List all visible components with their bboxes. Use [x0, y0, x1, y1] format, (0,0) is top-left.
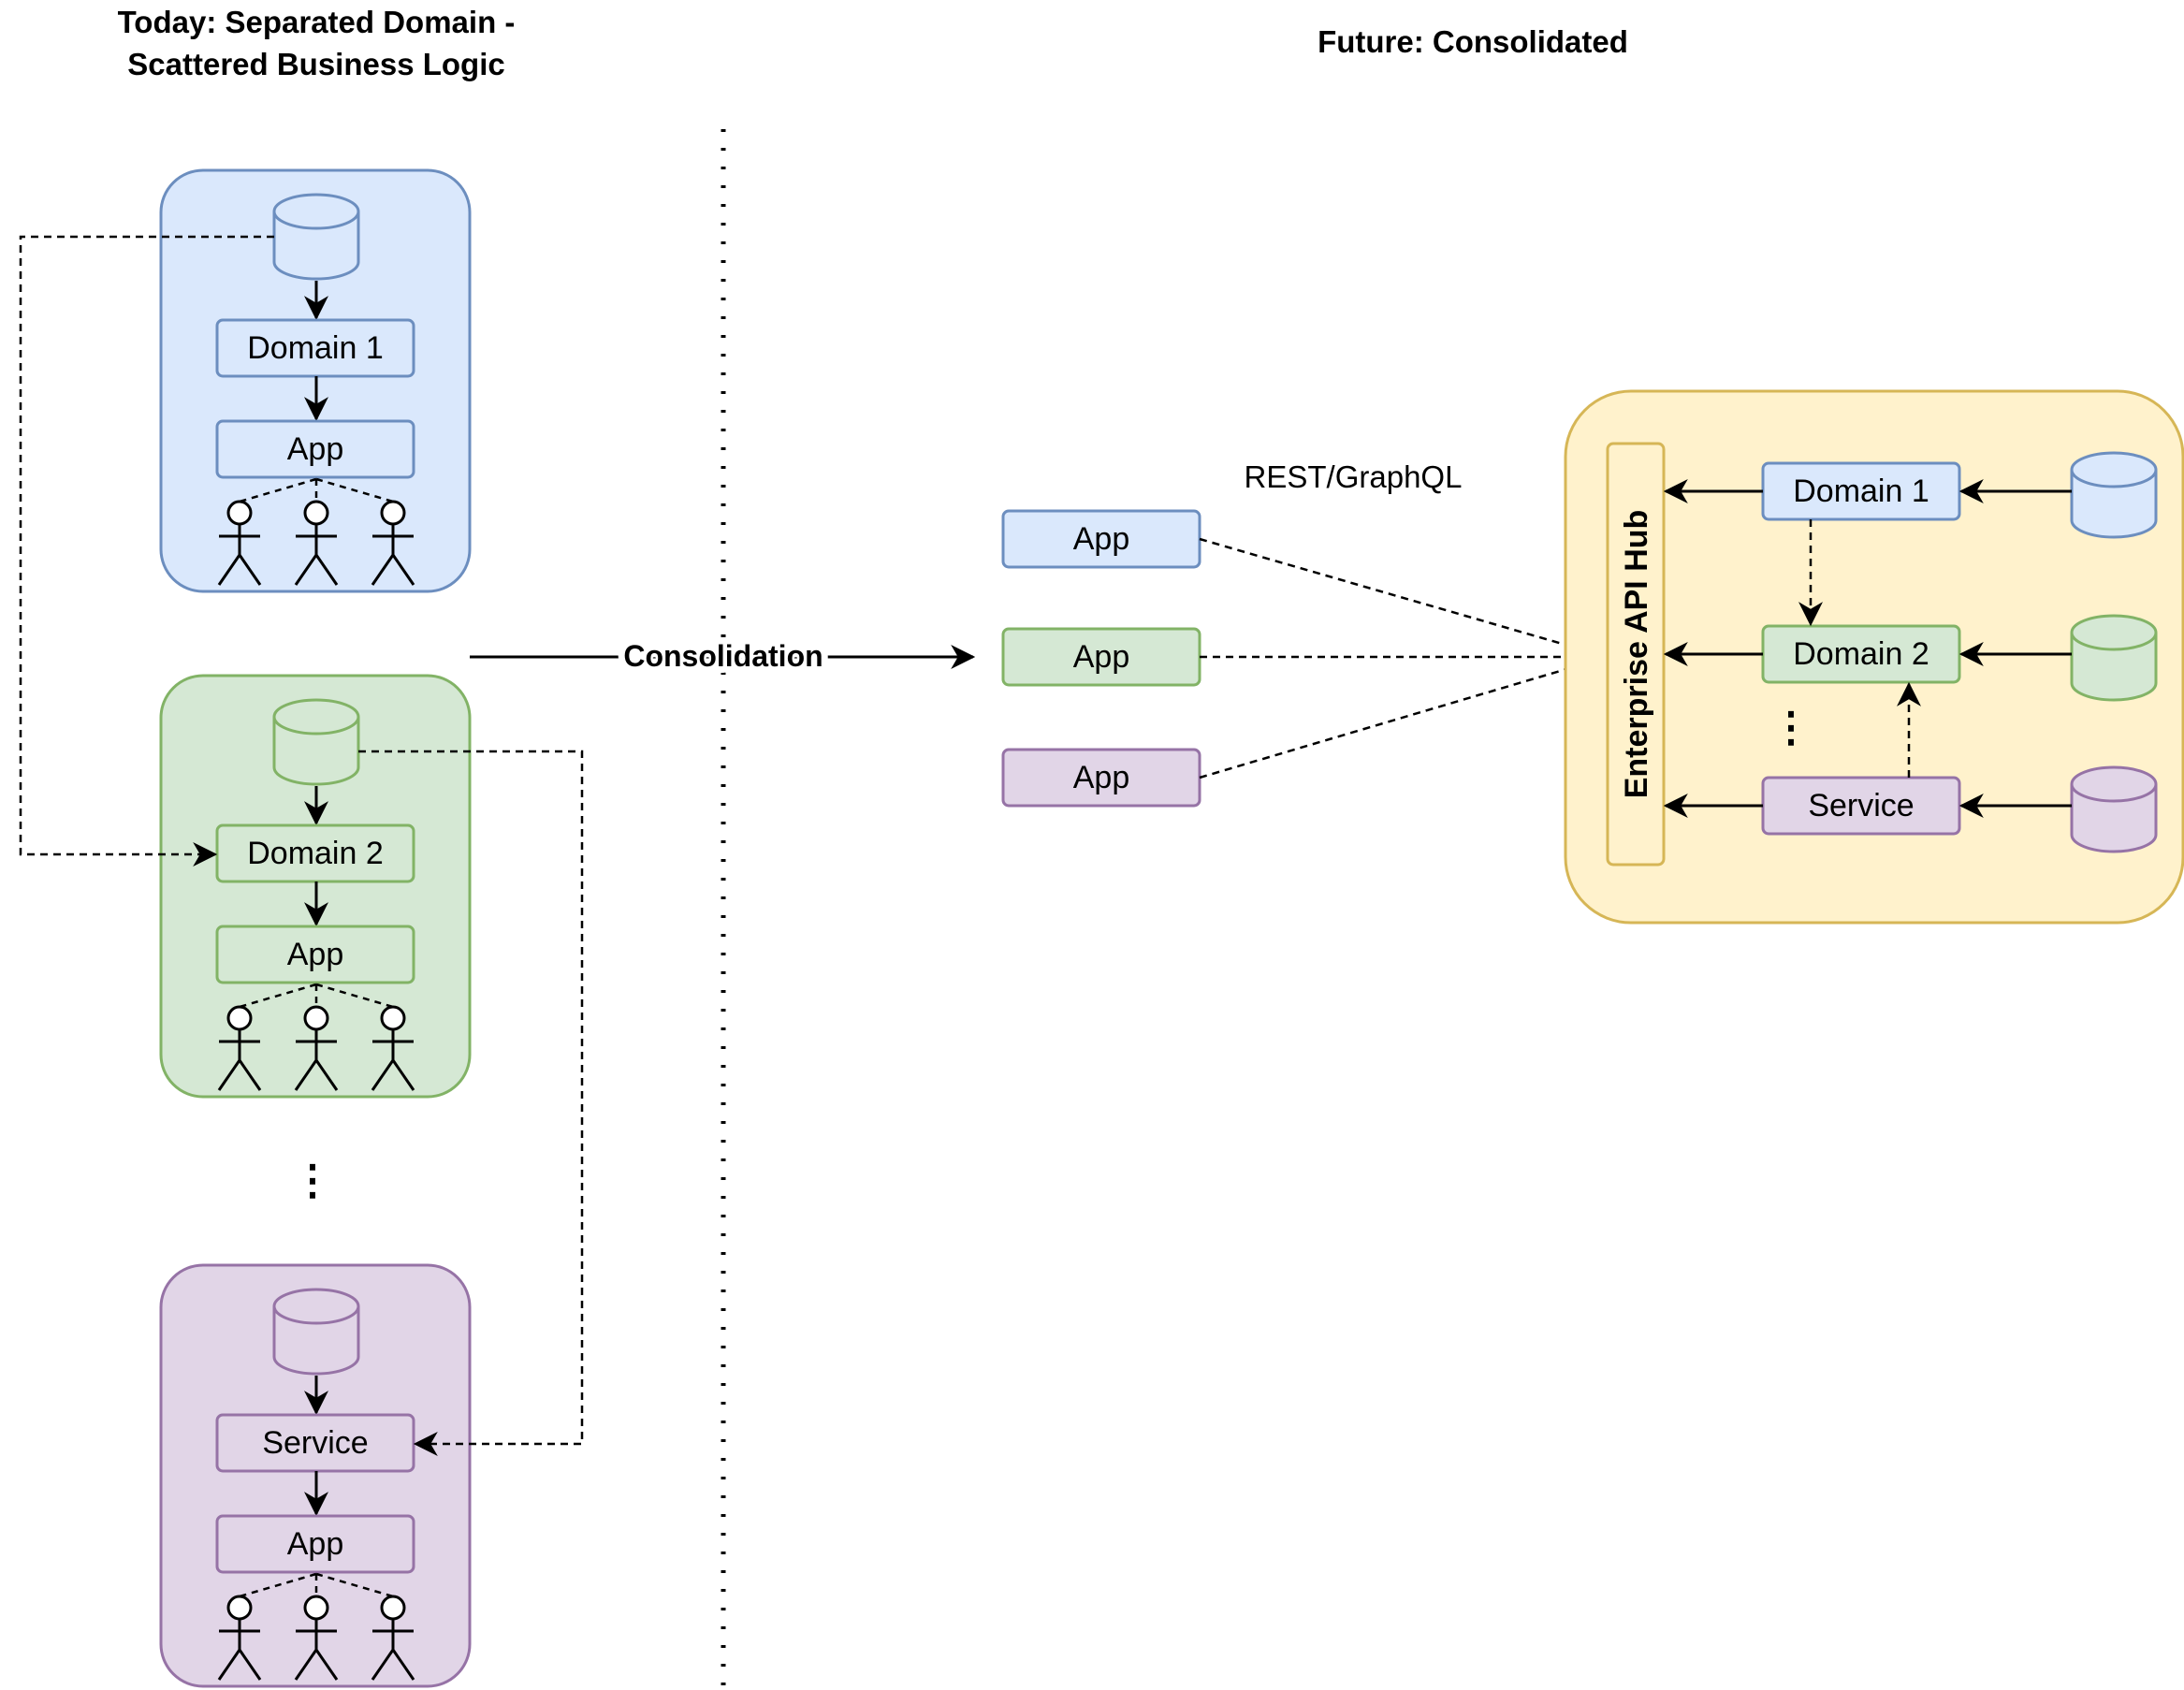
service-label: Service [262, 1425, 368, 1461]
app-label: App [287, 431, 344, 467]
app-label: App [287, 1526, 344, 1562]
user-links [239, 1572, 394, 1598]
database-icon [272, 698, 360, 786]
database-icon [2070, 765, 2158, 853]
enterprise-api-hub-label: Enterprise API Hub [1619, 510, 1654, 799]
app-label: App [287, 937, 344, 972]
today-group-purple: Service App [159, 1263, 472, 1688]
domain-label: Domain 2 [247, 836, 384, 871]
app-box [215, 1514, 415, 1574]
future-app-label: App [1073, 639, 1130, 675]
future-app-label: App [1073, 521, 1130, 557]
database-icon [2070, 451, 2158, 539]
db2-to-service-connector [358, 750, 584, 1456]
app-box [215, 925, 415, 984]
hub-more-ellipsis: ⋮ [1770, 705, 1812, 750]
domain-label: Domain 1 [247, 330, 384, 366]
domain-to-hub-arrows [1663, 479, 1763, 818]
hub-service-label: Service [1808, 788, 1914, 823]
app-hub-connections [1199, 537, 1609, 779]
more-groups-ellipsis: ⋮ [292, 1158, 333, 1203]
consolidation-label: Consolidation [623, 639, 823, 673]
app-box [215, 419, 415, 479]
hub-domain2-label: Domain 2 [1793, 636, 1929, 672]
protocol-label: REST/GraphQL [1245, 459, 1463, 494]
future-app-label: App [1073, 760, 1130, 795]
database-icon [272, 193, 360, 281]
hub-domain1-label: Domain 1 [1793, 473, 1929, 509]
database-icon [272, 1288, 360, 1376]
user-links [239, 477, 394, 503]
today-title-line1: Today: Separated Domain - [118, 5, 516, 39]
db-to-domain-arrows [1958, 479, 2072, 818]
today-group-green: Domain 2 App [159, 674, 472, 1099]
user-links [239, 983, 394, 1009]
future-title: Future: Consolidated [1318, 24, 1628, 59]
today-group-blue: Domain 1 App [159, 168, 472, 593]
database-icon [2070, 614, 2158, 702]
today-title-line2: Scattered Business Logic [127, 47, 504, 81]
